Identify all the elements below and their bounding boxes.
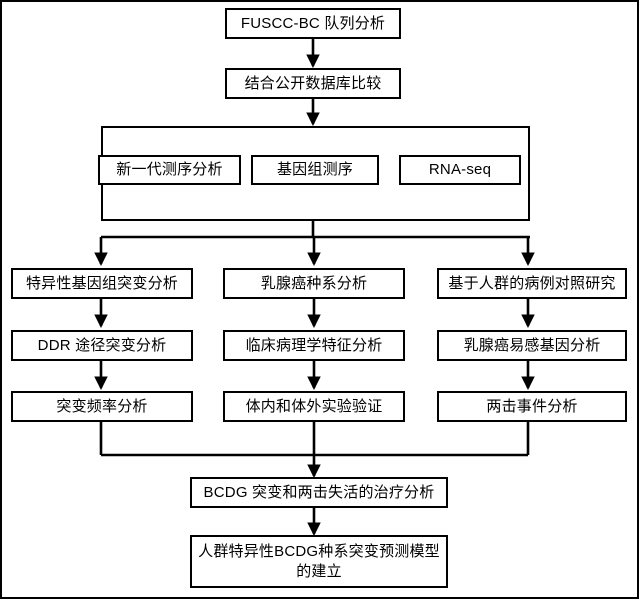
node-genome-sequencing[interactable]: 基因组测序: [251, 155, 379, 185]
node-bcdg-mutation-two-hit-therapy-analysis[interactable]: BCDG 突变和两击失活的治疗分析: [190, 477, 448, 508]
node-clinicopathological-feature-analysis[interactable]: 临床病理学特征分析: [223, 330, 405, 361]
node-population-case-control-study[interactable]: 基于人群的病例对照研究: [437, 268, 627, 299]
node-rna-seq[interactable]: RNA-seq: [399, 155, 521, 185]
node-public-database-comparison[interactable]: 结合公开数据库比较: [225, 68, 401, 99]
node-next-generation-sequencing[interactable]: 新一代测序分析: [98, 155, 241, 185]
node-in-vivo-in-vitro-validation[interactable]: 体内和体外实验验证: [223, 391, 405, 422]
node-population-specific-bcdg-prediction-model[interactable]: 人群特异性BCDG种系突变预测模型的建立: [190, 535, 448, 588]
node-specific-genomic-mutation-analysis[interactable]: 特异性基因组突变分析: [11, 268, 193, 299]
node-fuscc-bc-cohort-analysis[interactable]: FUSCC-BC 队列分析: [225, 8, 401, 39]
node-mutation-frequency-analysis[interactable]: 突变频率分析: [11, 391, 193, 422]
node-breast-cancer-germline-analysis[interactable]: 乳腺癌种系分析: [223, 268, 405, 299]
node-breast-cancer-susceptibility-gene-analysis[interactable]: 乳腺癌易感基因分析: [437, 330, 627, 361]
node-two-hit-event-analysis[interactable]: 两击事件分析: [437, 391, 627, 422]
node-ddr-pathway-mutation-analysis[interactable]: DDR 途径突变分析: [11, 330, 193, 361]
